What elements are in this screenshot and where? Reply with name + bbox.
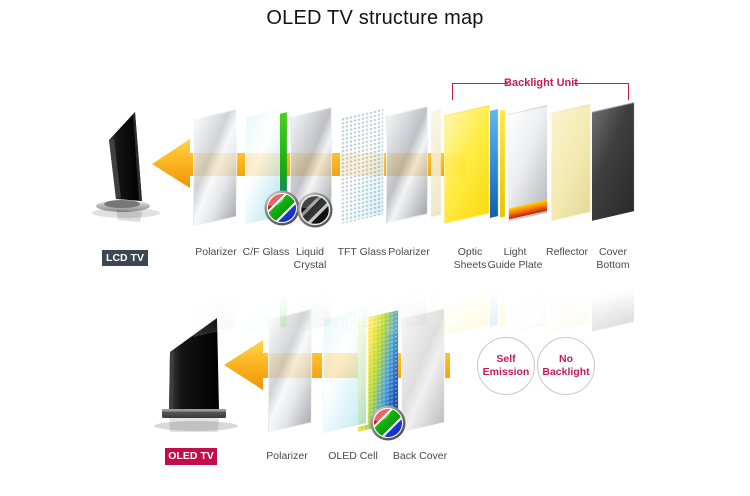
layer-polarizer-front	[193, 108, 237, 228]
label-liquid-crystal: Liquid Crystal	[293, 246, 327, 271]
layer-tft-glass	[340, 106, 384, 226]
label-polarizer-2: Polarizer	[388, 246, 430, 258]
bracket-line-left	[452, 83, 508, 84]
layer-cf-glass-color-edge	[280, 112, 287, 220]
lcd-tv-badge: LCD TV	[102, 250, 148, 266]
bracket-tick-right	[628, 83, 629, 100]
backlight-unit-label: Backlight Unit	[504, 77, 578, 89]
label-optic-sheets: Optic Sheets	[453, 246, 487, 271]
label-cf-glass: C/F Glass	[242, 246, 290, 258]
page-title: OLED TV structure map	[266, 7, 484, 29]
label-reflector: Reflector	[545, 246, 588, 258]
label-oled-polarizer: Polarizer	[266, 450, 308, 462]
lcd-tv-image	[92, 112, 160, 222]
layer-liquid-crystal	[290, 107, 332, 225]
no-backlight-callout: No Backlight	[537, 337, 595, 395]
label-back-cover: Back Cover	[392, 450, 448, 462]
oled-tv-image	[154, 318, 238, 432]
label-light-guide-plate: Light Guide Plate	[487, 246, 543, 271]
bracket-line-right	[574, 83, 628, 84]
label-polarizer-1: Polarizer	[195, 246, 237, 258]
label-tft-glass: TFT Glass	[337, 246, 387, 258]
bracket-tick-left	[452, 83, 453, 100]
oled-tv-badge: OLED TV	[165, 448, 217, 465]
label-oled-cell: OLED Cell	[328, 450, 378, 462]
layer-cf-glass	[245, 108, 281, 226]
self-emission-callout: Self Emission	[477, 337, 535, 395]
label-cover-bottom: Cover Bottom	[596, 246, 630, 271]
